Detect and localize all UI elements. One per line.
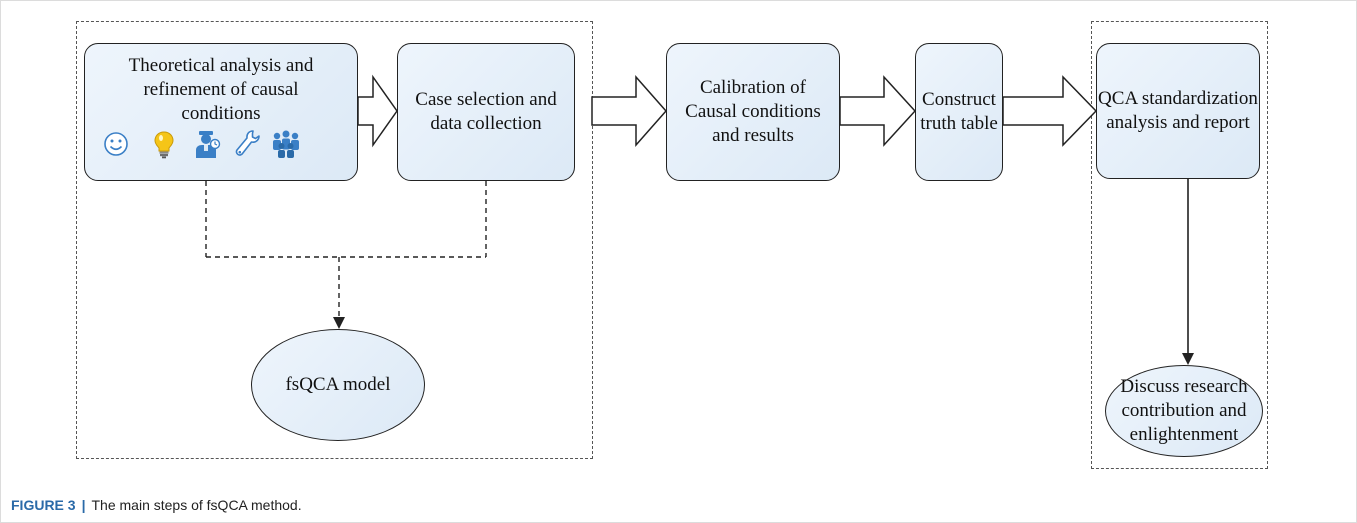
agent-icon [196, 131, 221, 158]
dashed-merge-connector [205, 181, 487, 319]
figure-caption: FIGURE 3 | The main steps of fsQCA method. [11, 497, 302, 513]
calibration-box: Calibration of Causal conditions and res… [666, 43, 840, 181]
truth-table-label: Construct truth table [920, 89, 998, 134]
qca-report-box: QCA standardization analysis and report [1096, 43, 1260, 179]
theoretical-analysis-label: Theoretical analysis and refinement of c… [128, 55, 314, 124]
icon-row [85, 128, 357, 162]
qca-report-label: QCA standardization analysis and report [1098, 88, 1258, 133]
discuss-ellipse: Discuss research contribution and enligh… [1105, 365, 1263, 457]
fsqca-model-label: fsQCA model [285, 374, 391, 395]
fsqca-model-ellipse: fsQCA model [251, 329, 425, 441]
smiley-icon [104, 132, 128, 156]
caption-label: FIGURE 3 [11, 497, 76, 513]
calibration-label: Calibration of Causal conditions and res… [685, 77, 821, 146]
truth-table-box: Construct truth table [915, 43, 1003, 181]
right-dashed-group [1091, 21, 1268, 469]
solid-arrowhead [1182, 353, 1194, 365]
case-selection-box: Case selection and data collection [397, 43, 575, 181]
wrench-icon [235, 130, 260, 156]
case-selection-label: Case selection and data collection [415, 89, 557, 134]
block-arrow-2 [591, 75, 668, 147]
discuss-label: Discuss research contribution and enligh… [1120, 376, 1248, 445]
left-dashed-group [76, 21, 593, 459]
caption-separator: | [81, 497, 86, 513]
block-arrow-4 [1002, 75, 1098, 147]
lightbulb-icon [154, 131, 174, 159]
people-group-icon [273, 130, 299, 158]
theoretical-analysis-box: Theoretical analysis and refinement of c… [84, 43, 358, 181]
block-arrow-1 [357, 74, 398, 148]
caption-text: The main steps of fsQCA method. [91, 497, 302, 513]
dashed-arrowhead [333, 317, 345, 329]
block-arrow-3 [839, 75, 917, 147]
